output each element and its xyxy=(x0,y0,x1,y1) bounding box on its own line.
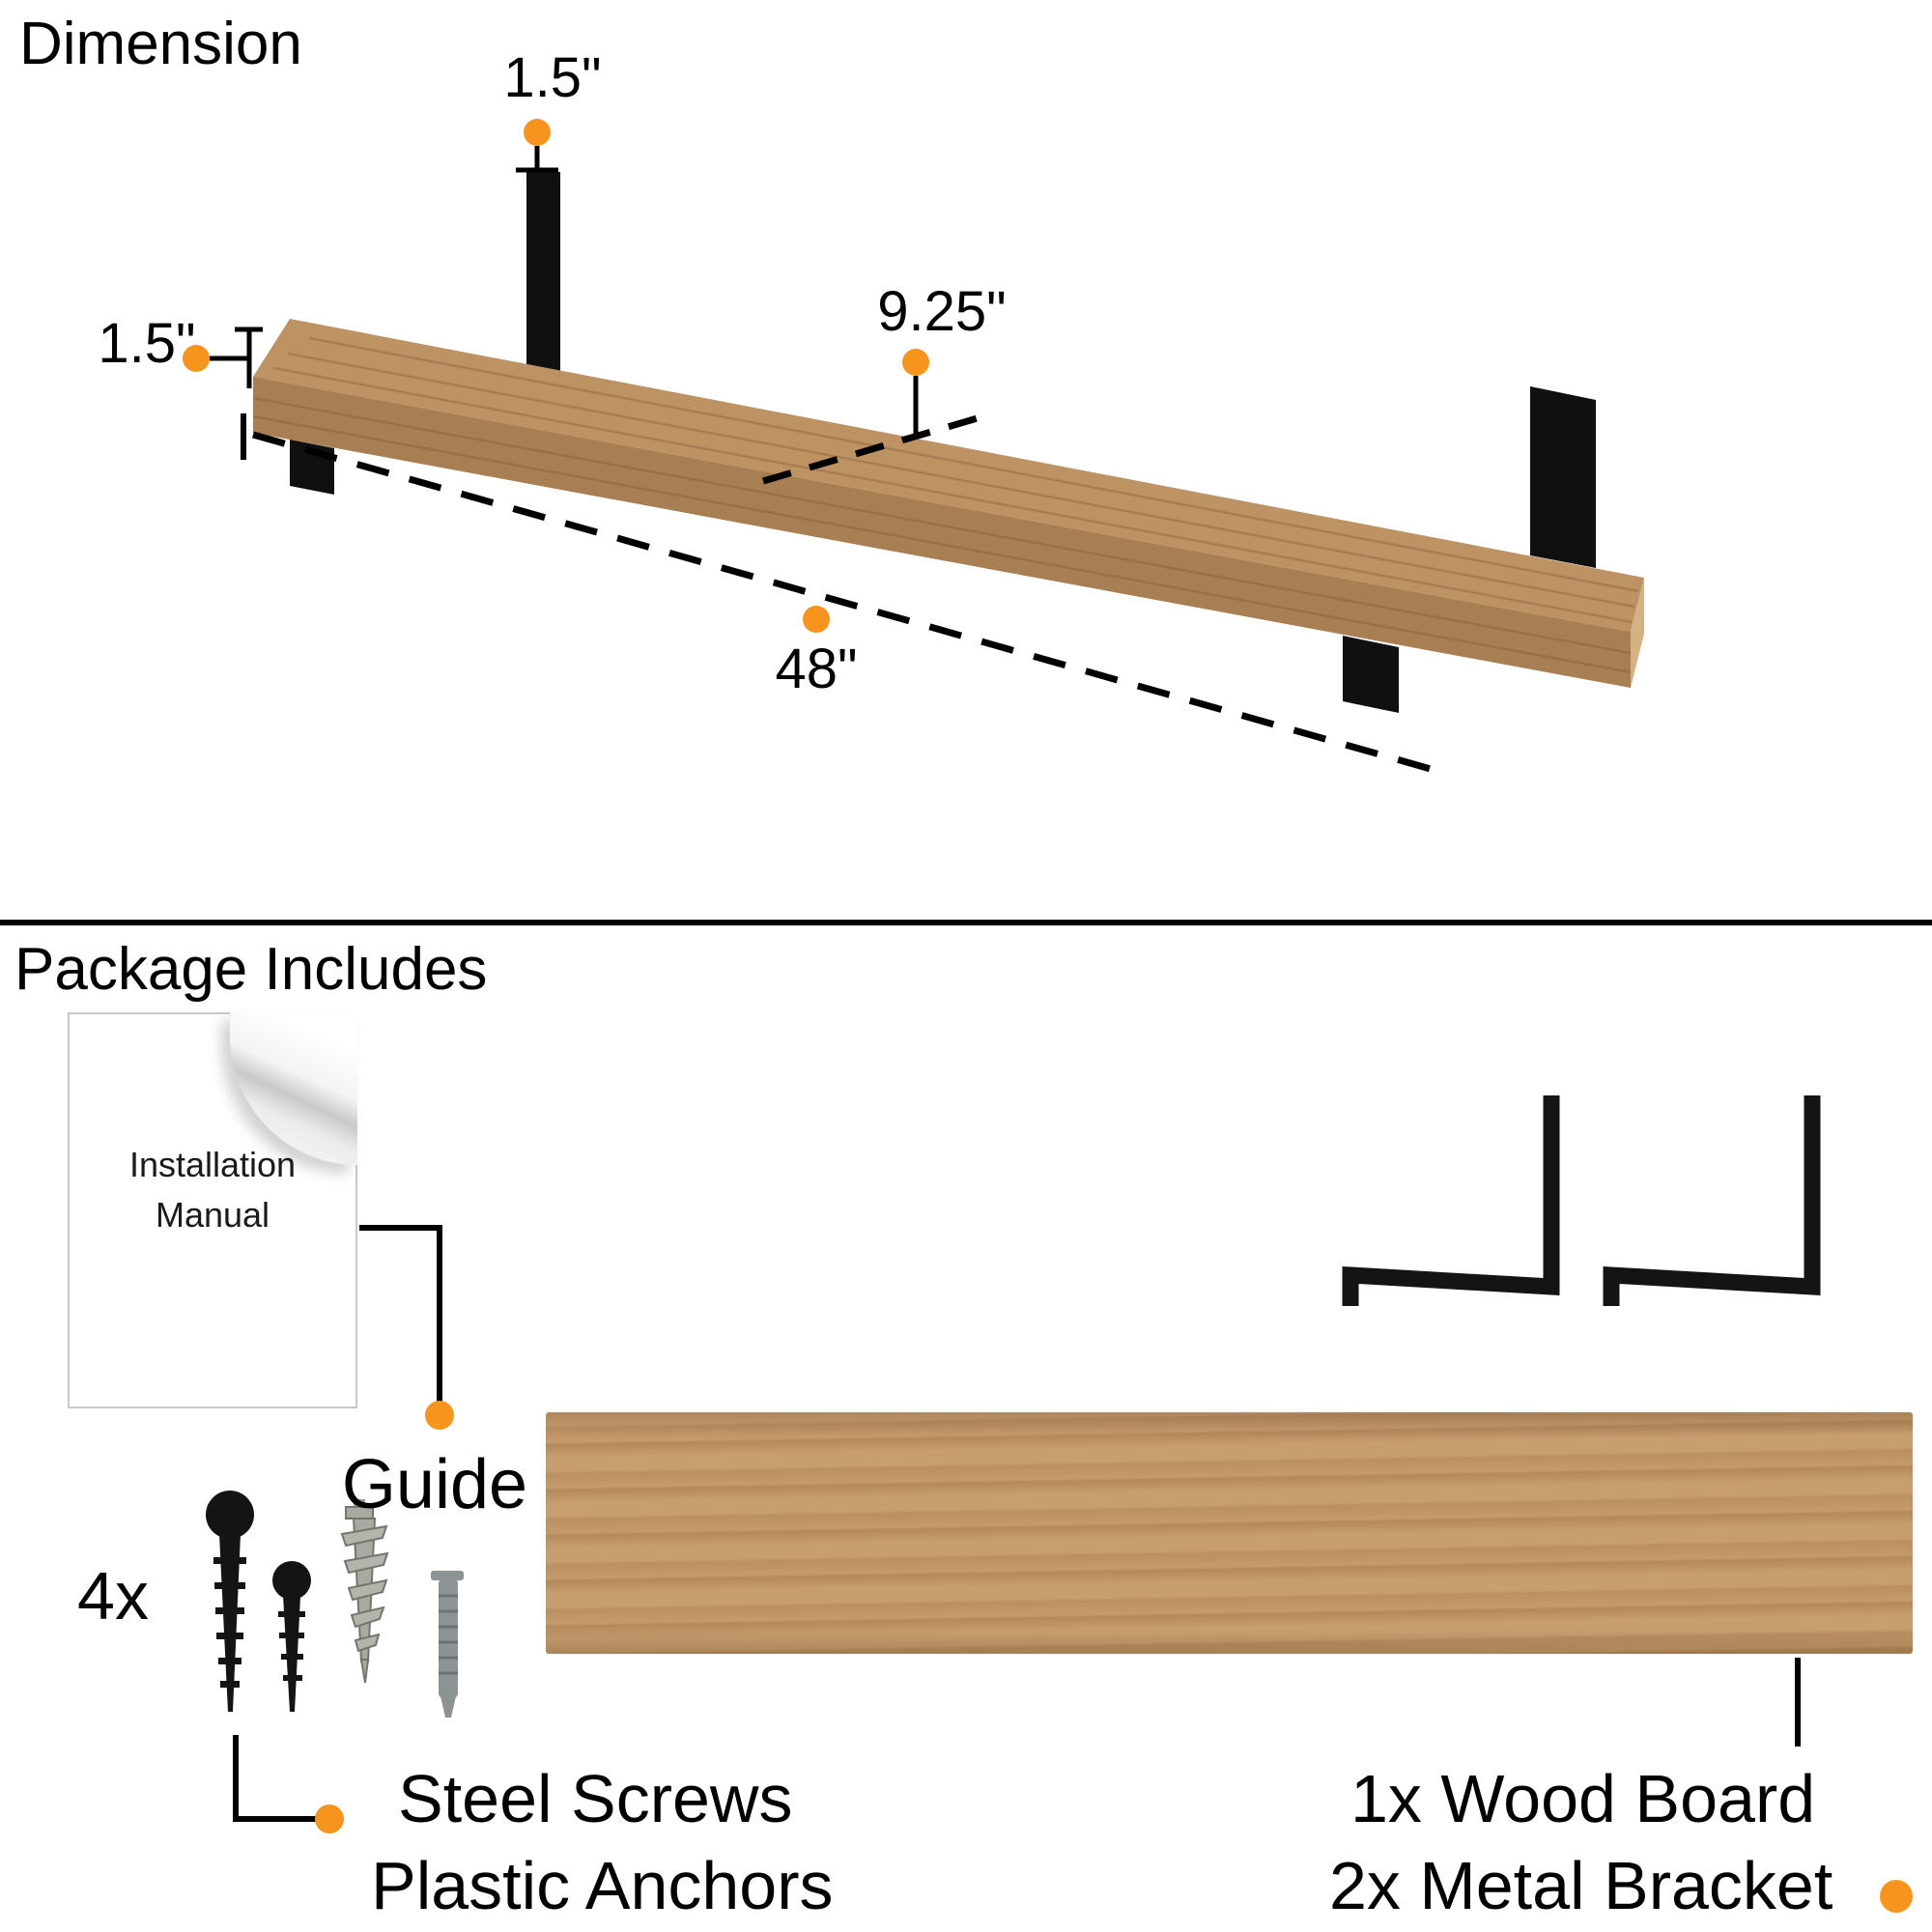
shelf-board-front-face xyxy=(253,377,1631,688)
package-section-title: Package Includes xyxy=(14,936,488,1003)
short-screw-icon xyxy=(272,1561,311,1712)
shelf-board-end-face xyxy=(1631,578,1644,688)
installation-manual: Installation Manual xyxy=(68,1012,357,1408)
metal-bracket-icon xyxy=(1342,1095,1560,1306)
dimension-section-title: Dimension xyxy=(19,11,302,77)
guide-label: Guide xyxy=(341,1446,528,1523)
long-screw-icon xyxy=(206,1491,254,1712)
thickness-label: 1.5" xyxy=(98,312,195,375)
section-divider xyxy=(0,920,1932,925)
bracket-height-label: 1.5" xyxy=(503,46,601,109)
bracket-height-marker-dot xyxy=(524,119,551,146)
bracket-marker-dot xyxy=(1880,1880,1913,1913)
depth-dimension-line xyxy=(762,413,981,485)
right-bracket-plate xyxy=(1530,386,1596,568)
left-bracket-plate xyxy=(526,172,560,371)
plastic-anchor-icon xyxy=(431,1571,464,1718)
screws-connector-line xyxy=(233,1816,322,1822)
thickness-marker-dot xyxy=(183,345,210,372)
manual-title-line1: Installation xyxy=(128,1145,297,1184)
right-bracket-foot xyxy=(1343,636,1399,713)
wood-grain-lines xyxy=(252,336,1639,674)
guide-connector-line xyxy=(437,1225,442,1410)
left-bracket-foot xyxy=(290,440,334,495)
depth-marker-dot xyxy=(902,349,929,376)
guide-connector-line xyxy=(359,1225,442,1231)
length-label: 48" xyxy=(775,638,857,700)
screws-connector-line xyxy=(233,1735,239,1822)
steel-screws-label: Steel Screws xyxy=(398,1761,793,1836)
screws-quantity-label: 4x xyxy=(77,1558,149,1634)
manual-title: Installation Manual xyxy=(70,1140,355,1240)
wood-board-image xyxy=(546,1412,1913,1654)
shelf-dimension-diagram: 48" 9.25" 1.5" 1.5" xyxy=(98,46,1644,777)
plastic-anchors-label: Plastic Anchors xyxy=(371,1848,834,1923)
shelf-board-top-face xyxy=(253,319,1644,632)
drywall-anchor-icon xyxy=(340,1499,389,1684)
metal-bracket-icon xyxy=(1603,1095,1821,1306)
wood-board-label: 1x Wood Board xyxy=(1350,1761,1816,1836)
length-marker-dot xyxy=(803,606,830,633)
metal-bracket-label: 2x Metal Bracket xyxy=(1329,1848,1833,1923)
length-dimension-line xyxy=(252,431,1445,777)
depth-label: 9.25" xyxy=(877,280,1006,343)
manual-title-line2: Manual xyxy=(155,1195,270,1235)
board-connector-line xyxy=(1795,1658,1801,1747)
screws-marker-dot xyxy=(315,1804,344,1833)
guide-marker-dot xyxy=(425,1401,454,1430)
